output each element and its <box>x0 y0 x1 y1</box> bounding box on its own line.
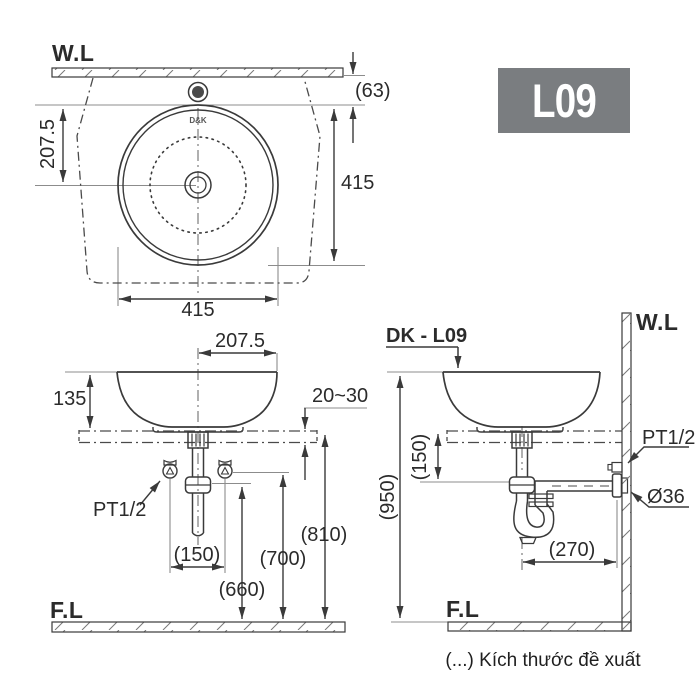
drain-tailpiece-front <box>184 431 212 537</box>
caption-note: (...) Kích thước đề xuất <box>445 650 641 671</box>
dim-wall-distance: (270) <box>548 539 596 561</box>
dim-height: 415 <box>341 172 375 194</box>
wall-strip-top <box>51 67 344 78</box>
supply-thread-label-front: PT1/2 <box>93 499 147 521</box>
dim-counter-thickness: 20~30 <box>312 385 369 407</box>
floor-line-label-front: F.L <box>50 597 84 623</box>
front-view-dimensions <box>86 349 329 619</box>
dim-rim-height: (950) <box>377 473 399 521</box>
counter-front-dashed <box>78 430 318 444</box>
top-view-drawing <box>35 52 365 306</box>
counter-outline-dashed <box>76 77 321 284</box>
dim-supply-spacing: (150) <box>173 544 221 566</box>
basin-plan-circles <box>117 104 279 266</box>
dim-trap-height: (660) <box>218 579 266 601</box>
supply-valves <box>162 459 233 479</box>
dim-basin-height: 135 <box>53 388 87 410</box>
basin-front-profile <box>116 371 278 433</box>
dim-drain-diameter: Ø36 <box>647 486 685 508</box>
model-badge-label: L09 <box>532 74 597 127</box>
dim-center-offset: 207.5 <box>37 118 59 170</box>
wall-line-label-side: W.L <box>636 309 679 335</box>
side-view-dimensions <box>396 376 689 618</box>
p-trap-assembly <box>508 431 629 545</box>
counter-side-dashed <box>446 430 622 444</box>
dim-counter-height: (810) <box>300 524 348 546</box>
floor-strip-left <box>51 621 346 633</box>
dim-width: 415 <box>181 299 215 321</box>
floor-strip-right <box>447 621 632 632</box>
supply-thread-label-side: PT1/2 <box>642 427 696 449</box>
model-badge: L09 <box>498 68 630 133</box>
faucet-hole <box>187 81 209 103</box>
basin-side-profile <box>442 371 601 433</box>
dim-wall-gap: (63) <box>355 80 391 102</box>
floor-line-label-side: F.L <box>446 596 480 622</box>
model-leader <box>386 346 462 368</box>
brand-logo: D&K <box>189 116 207 125</box>
side-view-drawing <box>386 312 689 632</box>
top-view-dimensions <box>59 52 357 303</box>
front-view-drawing <box>51 348 367 633</box>
wall-strip-right <box>621 312 632 632</box>
dim-counter-to-trap: (150) <box>409 433 431 481</box>
wall-line-label-top: W.L <box>52 40 95 66</box>
dim-supply-height: (700) <box>259 548 307 570</box>
dim-half-width: 207.5 <box>214 330 266 352</box>
model-label: DK - L09 <box>386 325 468 347</box>
